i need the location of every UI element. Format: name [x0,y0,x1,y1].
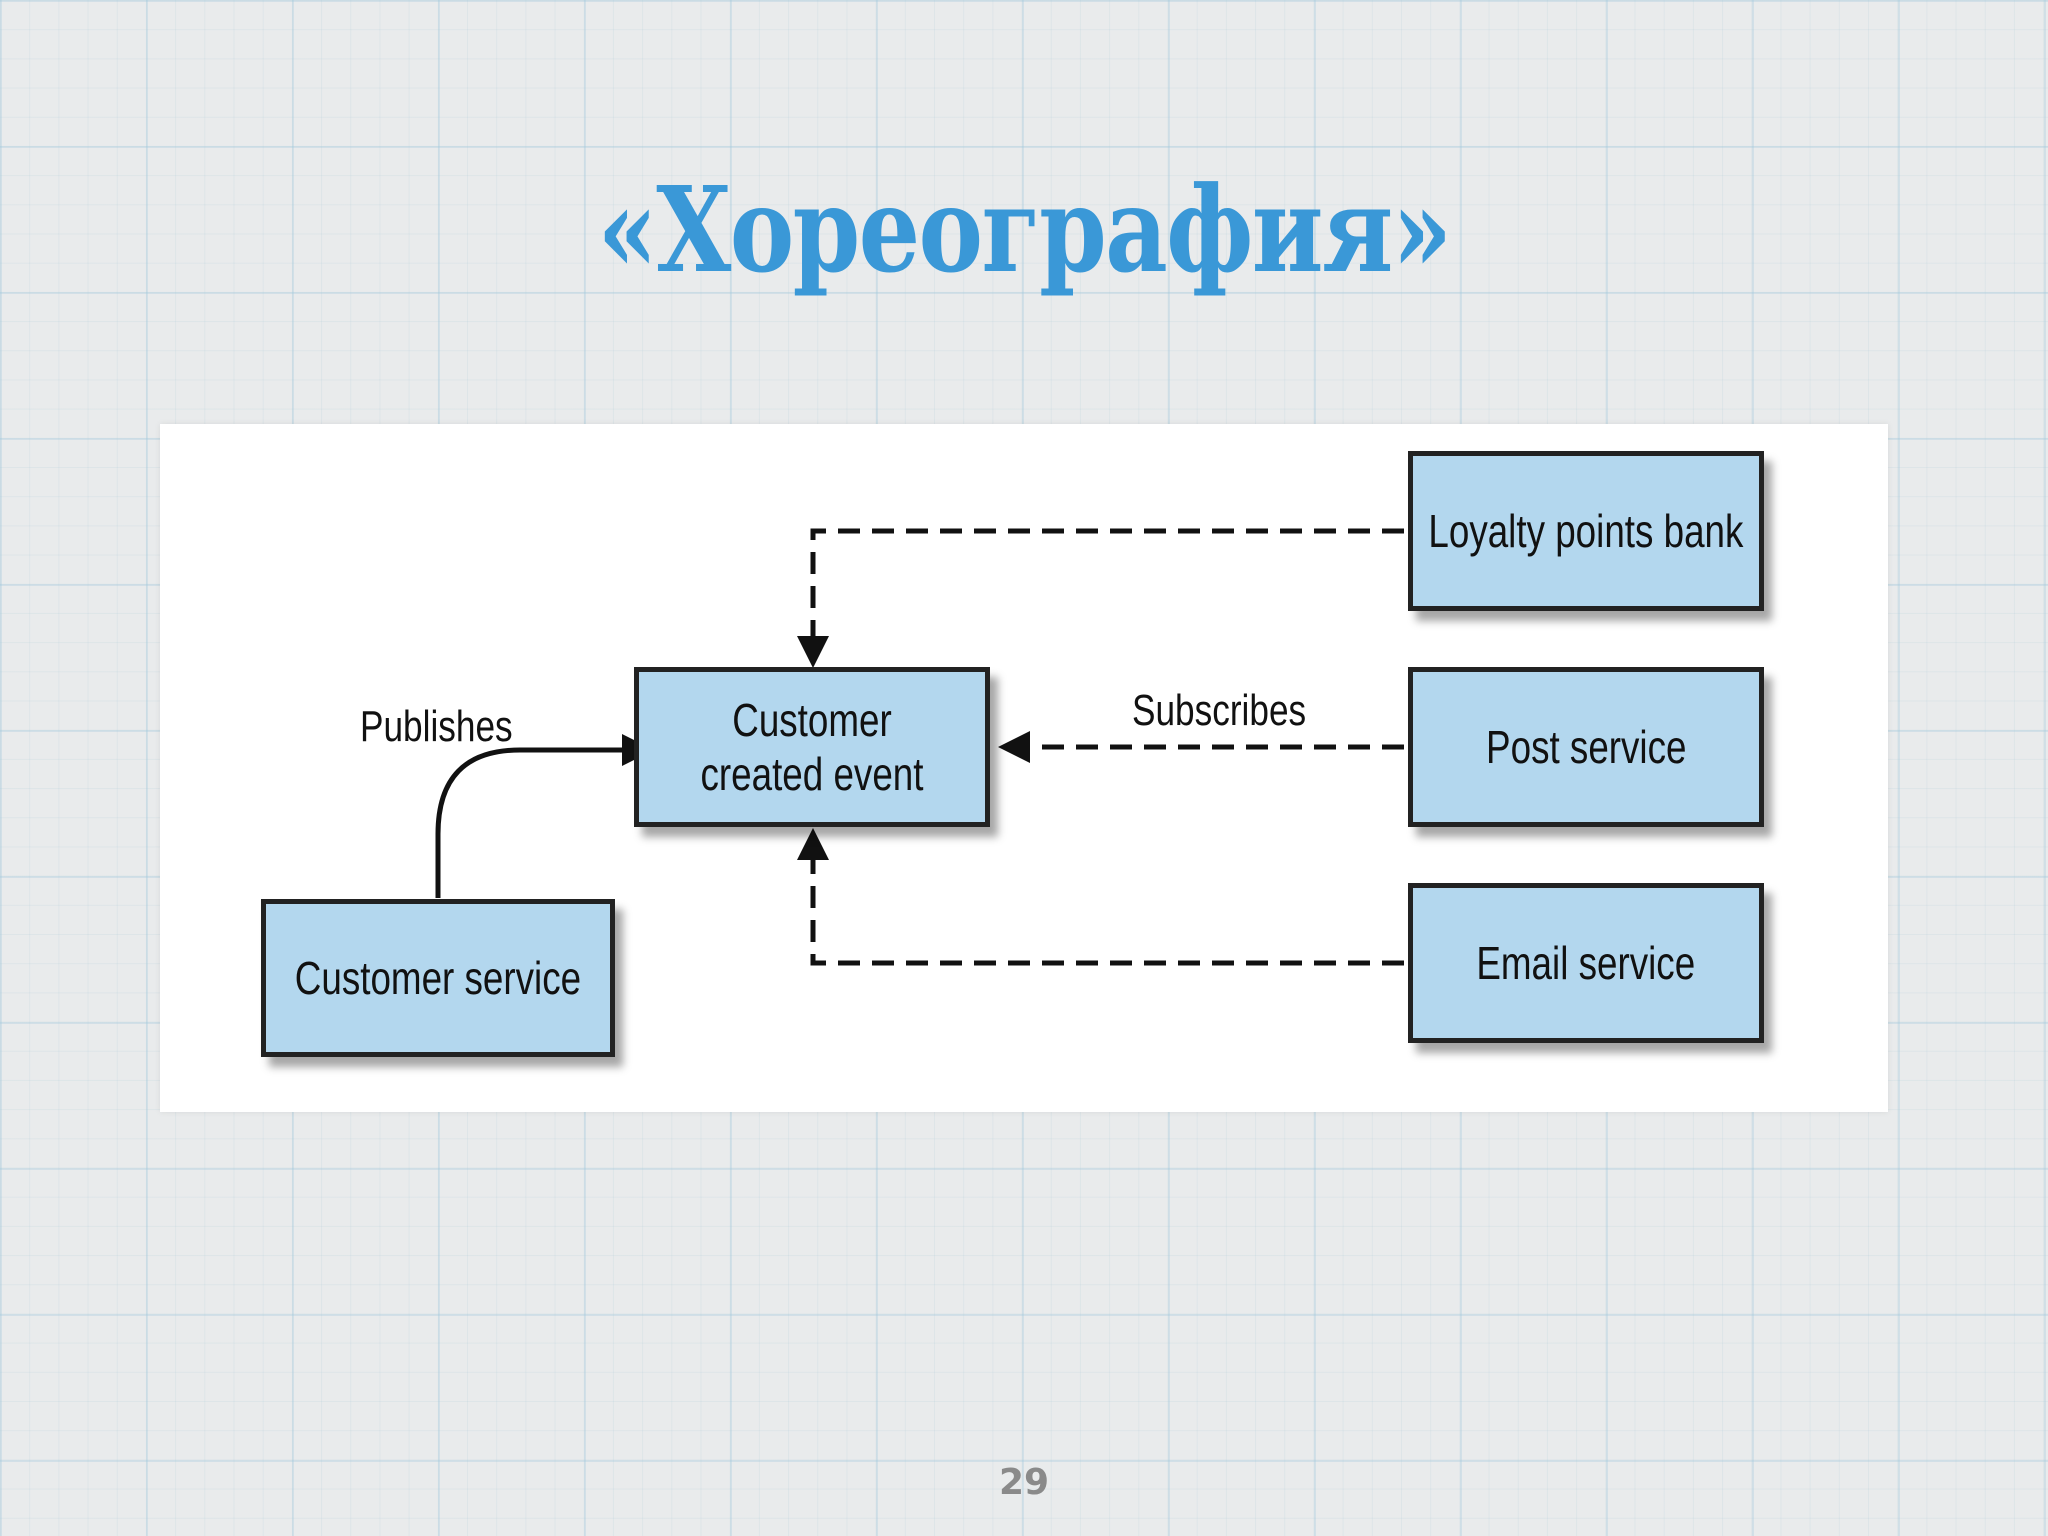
post-service-node: Post service [1408,667,1764,827]
customer-created-event-label: Customer created event [700,694,924,800]
email-subscription-arrowhead [797,828,829,860]
slide-title: «Хореография» [597,160,1452,299]
subscribes-label: Subscribes [1132,686,1307,735]
choreography-diagram: Publishes Subscribes Customer service Cu… [160,424,1888,1112]
loyalty-points-bank-node: Loyalty points bank [1408,451,1764,611]
customer-service-label: Customer service [294,952,582,1004]
post-service-label: Post service [1485,721,1687,773]
email-subscription-line [810,860,1404,966]
customer-service-node: Customer service [261,899,615,1057]
email-service-label: Email service [1476,937,1696,989]
diagram-connectors [435,528,1404,966]
loyalty-subscription-line [810,528,1404,636]
publishes-label: Publishes [360,702,513,751]
loyalty-points-bank-label: Loyalty points bank [1428,505,1744,557]
email-service-node: Email service [1408,883,1764,1043]
page-number: 29 [998,1462,1050,1503]
publishes-arrow [435,747,622,898]
post-subscription-arrowhead [998,731,1030,763]
customer-created-event-node: Customer created event [634,667,990,827]
loyalty-subscription-arrowhead [797,636,829,668]
